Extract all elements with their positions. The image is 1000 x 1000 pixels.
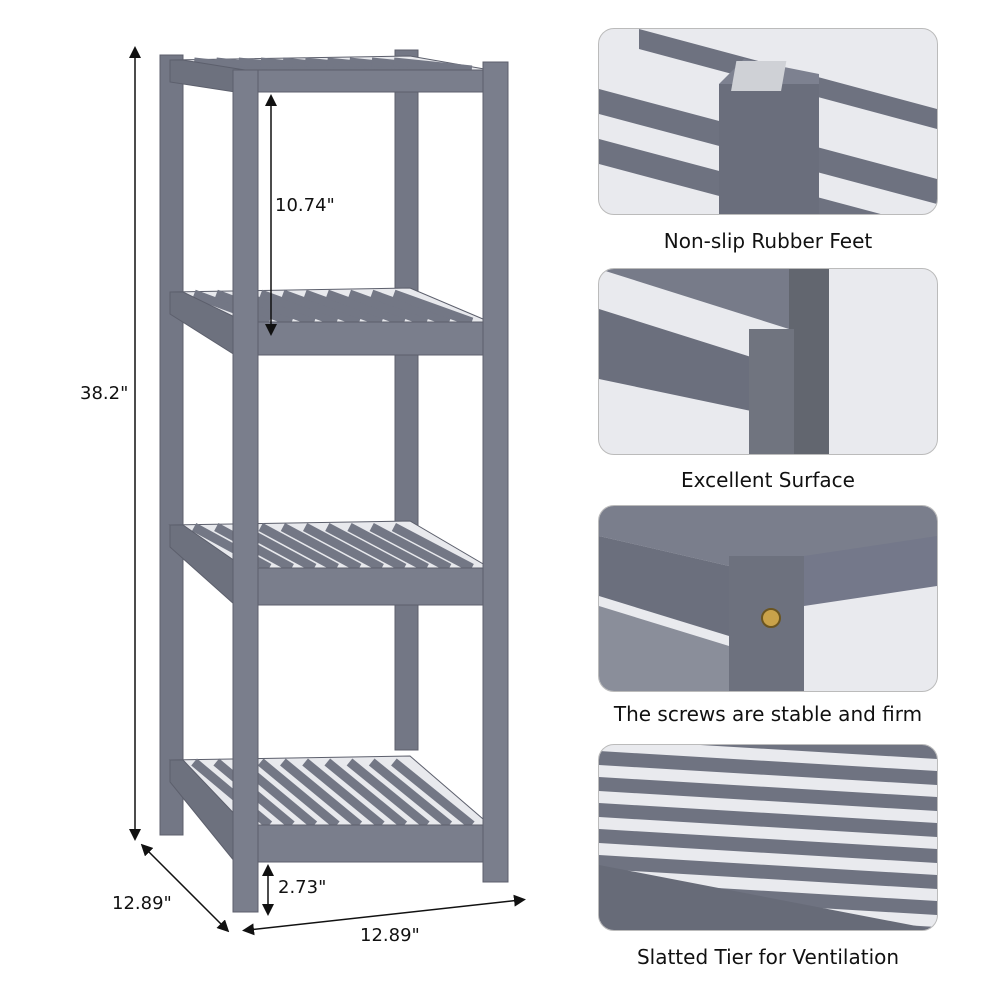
screw-icon [599, 506, 937, 691]
shelf-spacing-label: 10.74" [275, 195, 335, 216]
feature-panel-slats [598, 744, 938, 931]
caption-rubber-feet: Non-slip Rubber Feet [663, 229, 873, 253]
feature-panel-surface [598, 268, 938, 455]
shelf-tier-3 [168, 520, 492, 606]
width-label: 12.89" [360, 925, 420, 946]
rubber-foot-icon [599, 29, 937, 214]
shelf-tier-1 [169, 55, 491, 93]
shelf-tier-4 [168, 755, 492, 864]
surface-icon [599, 269, 829, 454]
shelf-tier-2 [169, 287, 491, 356]
feature-panel-rubber-feet [598, 28, 938, 215]
slats-icon [599, 745, 937, 930]
clearance-label: 2.73" [278, 877, 327, 898]
feature-panel-screws [598, 505, 938, 692]
depth-label: 12.89" [112, 893, 172, 914]
front-right-post [482, 61, 509, 883]
height-label: 38.2" [80, 383, 129, 404]
caption-surface: Excellent Surface [681, 468, 855, 492]
back-right-post [394, 49, 419, 751]
caption-slats: Slatted Tier for Ventilation [636, 945, 900, 969]
caption-screws: The screws are stable and firm [613, 702, 923, 726]
shelf-illustration [129, 46, 526, 936]
front-left-post [232, 69, 259, 913]
back-left-post [159, 54, 184, 836]
